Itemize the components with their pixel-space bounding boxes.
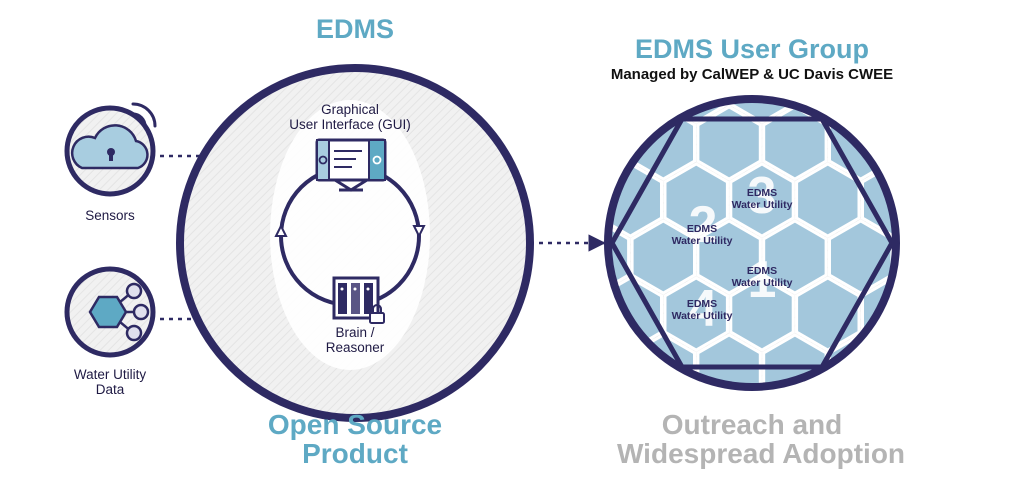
utility-label-3: EDMS Water Utility	[727, 187, 797, 211]
honeycomb-cell	[729, 162, 795, 238]
sensors-node	[64, 102, 157, 197]
utility-2-line-2: Water Utility	[671, 235, 733, 248]
gui-label-line-1: Graphical	[321, 102, 379, 117]
data-network-icon	[88, 282, 150, 342]
gui-label: Graphical User Interface (GUI)	[270, 102, 430, 132]
brain-server-icon	[332, 276, 380, 320]
utility-number-4: 4	[689, 280, 718, 338]
user-group-title: EDMS User Group	[634, 34, 870, 64]
honeycomb-cell	[729, 276, 795, 352]
open-source-label-line-2: Product	[302, 438, 408, 470]
utility-number-1: 1	[748, 251, 777, 309]
honeycomb-cell	[893, 219, 896, 295]
data-label-line-1: Water Utility	[73, 367, 147, 382]
water-utility-data-label: Water Utility Data	[50, 367, 170, 397]
utility-number-2: 2	[689, 196, 718, 254]
cycle-arrow-down-icon	[412, 225, 426, 239]
honeycomb-cell	[696, 105, 762, 181]
gui-monitor-icon	[315, 138, 387, 192]
utility-3-line-2: Water Utility	[731, 199, 793, 212]
honeycomb-cell	[608, 105, 631, 181]
utility-4-line-1: EDMS	[686, 298, 718, 310]
gui-label-line-2: User Interface (GUI)	[289, 117, 411, 133]
outreach-label-line-1: Outreach and	[661, 409, 843, 440]
brain-label: Brain / Reasoner	[300, 325, 410, 355]
brain-label-line-2: Reasoner	[325, 340, 385, 356]
utility-numbers: 3 2 1 4	[689, 167, 777, 338]
utility-4-line-2: Water Utility	[671, 310, 733, 323]
honeycomb-cell	[762, 219, 828, 295]
water-utility-data-node	[64, 266, 156, 358]
outreach-label: Outreach and Widespread Adoption	[617, 409, 906, 470]
open-source-label: Open Source Product	[240, 410, 470, 469]
user-group-subtitle: Managed by CalWEP & UC Davis CWEE	[610, 66, 894, 83]
honeycomb-cell	[795, 162, 861, 238]
open-source-label-line-1: Open Source	[267, 409, 443, 440]
utility-2-line-1: EDMS	[686, 223, 718, 235]
cycle-arrow-up-icon	[274, 223, 288, 237]
utility-1-line-1: EDMS	[746, 265, 778, 277]
data-label-line-2: Data	[95, 382, 125, 398]
honeycomb-cell	[533, 164, 595, 236]
outreach-label-line-2: Widespread Adoption	[617, 438, 906, 470]
cloud-lock-icon	[70, 124, 149, 170]
honeycomb-cell	[696, 333, 762, 387]
wifi-signal-icon	[131, 102, 157, 128]
lock-icon	[369, 304, 385, 324]
edms-circle	[176, 64, 534, 422]
honeycomb-cell	[663, 162, 729, 238]
utility-3-line-1: EDMS	[746, 187, 778, 199]
utility-number-3: 3	[748, 167, 777, 225]
utility-label-4: EDMS Water Utility	[667, 298, 737, 322]
honeycomb-cell	[762, 333, 828, 387]
brain-label-line-1: Brain /	[335, 325, 375, 340]
honeycomb-cell	[696, 219, 762, 295]
sensors-label: Sensors	[85, 208, 135, 223]
utility-label-2: EDMS Water Utility	[667, 223, 737, 247]
utility-1-line-2: Water Utility	[731, 277, 793, 290]
utility-label-1: EDMS Water Utility	[727, 265, 797, 289]
user-group-circle: 3 2 1 4	[533, 95, 900, 391]
edms-title: EDMS	[315, 14, 394, 44]
